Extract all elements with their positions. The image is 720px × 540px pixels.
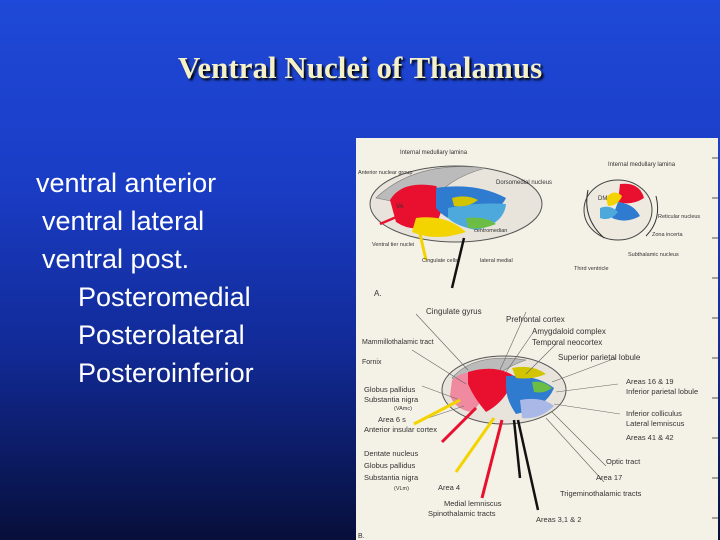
label-cingulate-cells: Cingulate cells	[422, 258, 458, 264]
label-cingulate-gyrus: Cingulate gyrus	[426, 307, 482, 316]
label-areas-16-19: Areas 16 & 19	[626, 377, 674, 386]
label-globus-pallidus-2: Globus pallidus	[364, 461, 416, 470]
pointer-arrows	[379, 210, 540, 511]
label-panel-b: B.	[358, 533, 365, 540]
bullet-ventral-lateral: ventral lateral	[42, 206, 205, 236]
label-anterior-nuclear-group: Anterior nuclear group	[358, 170, 412, 176]
label-optic-tract: Optic tract	[606, 457, 641, 466]
label-superior-parietal-lobule: Superior parietal lobule	[558, 353, 641, 362]
label-centromedian: centromedian	[474, 228, 507, 234]
label-prefrontal-cortex: Prefrontal cortex	[506, 315, 565, 324]
label-va: VA	[396, 204, 404, 210]
leader-lines	[411, 311, 621, 483]
cross-section-drawing	[583, 179, 659, 241]
bullet-posterolateral: Posterolateral	[78, 320, 245, 350]
label-fornix: Fornix	[362, 359, 382, 366]
label-globus-pallidus: Globus pallidus	[364, 385, 416, 394]
label-areas-41-42: Areas 41 & 42	[626, 433, 674, 442]
label-subthalamic-nucleus: Subthalamic nucleus	[628, 252, 679, 258]
label-inferior-colliculus: Inferior colliculus	[626, 409, 682, 418]
label-anterior-insular-cortex: Anterior insular cortex	[364, 425, 437, 434]
label-zona-incerta: Zona incerta	[652, 232, 684, 238]
page-edge-ticks	[712, 157, 718, 519]
label-area-4: Area 4	[438, 483, 460, 492]
label-mammillothalamic-tract: Mammillothalamic tract	[362, 339, 434, 346]
bullet-posteromedial: Posteromedial	[78, 282, 251, 312]
label-area-6: Area 6 s	[378, 415, 406, 424]
label-substantia-nigra-2: Substantia nigra	[364, 473, 419, 482]
label-inferior-parietal-lobule: Inferior parietal lobule	[626, 387, 698, 396]
label-lateral-medial: lateral medial	[480, 258, 513, 264]
top-thalamus-drawing	[369, 165, 543, 243]
label-third-ventricle: Third ventricle	[574, 266, 609, 272]
label-reticular-nucleus: Reticular nucleus	[658, 214, 700, 220]
label-temporal-neocortex: Temporal neocortex	[532, 338, 602, 347]
label-vlm: (VLm)	[394, 486, 409, 492]
thalamus-diagram: Internal medullary lamina Internal medul…	[356, 138, 718, 540]
bullet-list: ventral anterior ventral lateral ventral…	[36, 164, 254, 392]
label-panel-a: A.	[374, 289, 382, 298]
bullet-ventral-post: ventral post.	[42, 244, 190, 274]
label-internal-medullary-lamina-right: Internal medullary lamina	[608, 162, 676, 168]
bottom-thalamus-drawing	[441, 355, 567, 425]
label-dorsomedial-nucleus: Dorsomedial nucleus	[496, 180, 552, 186]
label-areas-3-1-2: Areas 3,1 & 2	[536, 515, 581, 524]
bullet-posteroinferior: Posteroinferior	[78, 358, 254, 388]
label-area-17: Area 17	[596, 473, 622, 482]
label-substantia-nigra: Substantia nigra	[364, 395, 419, 404]
label-trigeminothalamic-tracts: Trigeminothalamic tracts	[560, 489, 642, 498]
label-vamc: (VAmc)	[394, 406, 412, 412]
label-amygdaloid-complex: Amygdaloid complex	[532, 327, 606, 336]
thalamus-diagram-svg: Internal medullary lamina Internal medul…	[358, 150, 718, 540]
label-dm: DM	[598, 196, 607, 202]
label-lateral-lemniscus: Lateral lemniscus	[626, 419, 685, 428]
label-spinothalamic-tracts: Spinothalamic tracts	[428, 509, 496, 518]
label-dentate-nucleus: Dentate nucleus	[364, 449, 418, 458]
slide-title: Ventral Nuclei of Thalamus	[177, 50, 543, 85]
label-internal-medullary-lamina-top: Internal medullary lamina	[400, 150, 468, 156]
label-medial-lemniscus: Medial lemniscus	[444, 499, 502, 508]
bullet-ventral-anterior: ventral anterior	[36, 168, 217, 198]
label-ventral-tier-nuclei: Ventral tier nuclei	[372, 242, 414, 248]
